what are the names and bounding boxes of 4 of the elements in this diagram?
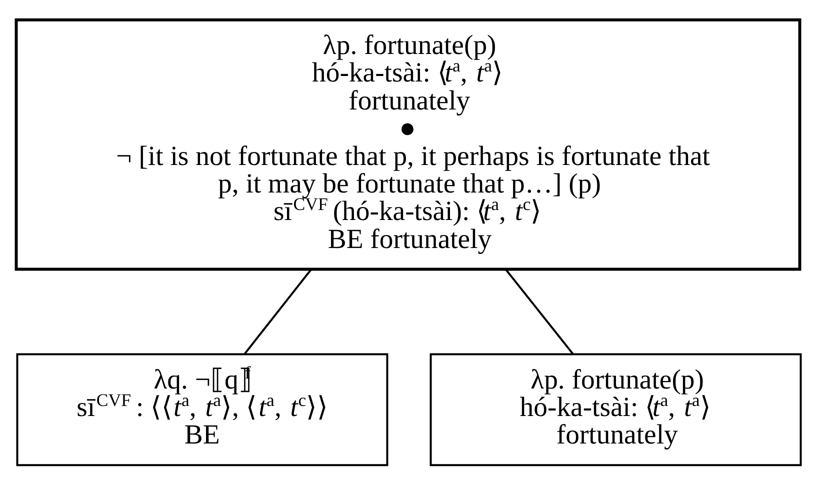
connector: [505, 268, 574, 354]
node-box: λp. fortunate(p) hó-ka-tsài: ⟨t$^{a}$, t$^{a}$⟩ fortunately ● ¬ [it is not fortunate that p, it perhaps is fortunate that p, it may be fortunate that p…] (p) sī$^{CVF}$ (hó-ka-tsài): ⟨t$^{a}$, t$^{c}$⟩ BE fortunately: [14, 18, 802, 270]
connector: [244, 268, 312, 354]
node-box: λp. fortunate(p) hó-ka-tsài: ⟨t$^{a}$, t$^{a}$⟩ fortunately: [430, 352, 802, 466]
